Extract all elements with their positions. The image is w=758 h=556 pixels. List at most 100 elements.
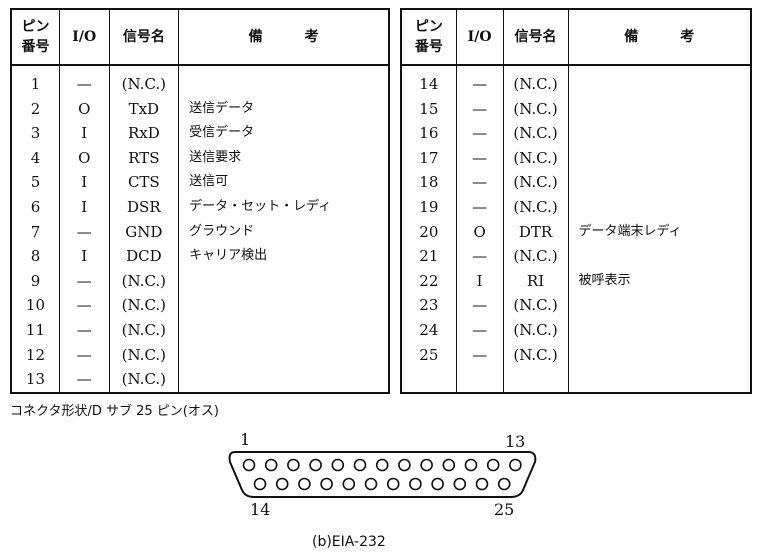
pin-hole	[287, 458, 300, 472]
cell-pin: 21	[419, 247, 439, 266]
pin-hole	[320, 477, 333, 491]
cell-remarks	[567, 317, 751, 343]
cell-io: O	[58, 145, 110, 171]
cell-pin: 16	[419, 124, 439, 143]
cell-io: —	[58, 268, 110, 294]
empty-cell	[401, 367, 456, 393]
cell-io: I	[58, 121, 110, 146]
pin-hole	[497, 477, 511, 491]
cell-io: —	[58, 293, 110, 318]
cell-pin: 19	[419, 197, 439, 216]
table-row: 12 —(N.C.)	[11, 342, 389, 368]
cell-signal: (N.C.)	[502, 293, 569, 318]
cell-signal: TxD	[108, 96, 179, 122]
table-row: 19—(N.C.)	[401, 194, 751, 220]
table-row: 17—(N.C.)	[401, 145, 751, 171]
dsub25-connector-drawing	[228, 451, 537, 498]
pin-hole	[342, 477, 356, 491]
pin-hole	[442, 458, 456, 472]
cell-signal: GND	[108, 219, 179, 245]
cell-signal: (N.C.)	[108, 317, 179, 343]
cell-io: —	[455, 65, 504, 97]
table-row: 21—(N.C.)	[401, 244, 751, 269]
empty-cell	[567, 367, 751, 393]
cell-io: —	[58, 219, 110, 245]
cell-pin: 10	[25, 296, 45, 315]
cell-signal: (N.C.)	[502, 317, 569, 343]
pin-hole	[275, 477, 289, 491]
cell-pin: 23	[419, 296, 439, 315]
cell-signal: (N.C.)	[502, 96, 569, 122]
cell-pin: 25	[419, 345, 439, 364]
cell-io: —	[58, 317, 110, 343]
cell-io: I	[58, 170, 110, 195]
cell-io: O	[58, 96, 110, 122]
cell-signal: DCD	[108, 244, 179, 269]
table-row: 24—(N.C.)	[401, 317, 751, 343]
pin-hole	[253, 477, 267, 491]
cell-signal: (N.C.)	[108, 268, 179, 294]
cell-io: —	[455, 145, 504, 171]
cell-remarks: キャリア検出	[178, 244, 389, 269]
table-row: 15 —(N.C.)	[401, 96, 751, 122]
cell-signal: RTS	[108, 145, 179, 171]
pin-hole	[464, 458, 478, 472]
cell-pin: 9	[30, 271, 41, 290]
pin-hole	[453, 477, 467, 491]
table-row: 1—(N.C.)	[11, 65, 389, 97]
cell-io: I	[455, 268, 504, 294]
pin-hole	[386, 477, 400, 491]
pin-hole	[398, 458, 411, 472]
header-signal: 信号名	[108, 9, 179, 66]
pin-label-14: 14	[250, 500, 271, 519]
table-row: 16—(N.C.)	[401, 121, 751, 146]
cell-signal: (N.C.)	[502, 145, 569, 171]
cell-remarks	[178, 293, 389, 318]
pin-hole	[298, 477, 311, 491]
cell-pin: 4	[30, 148, 41, 167]
header-remarks: 備 考	[567, 9, 751, 66]
pin-hole	[309, 458, 322, 472]
cell-pin: 8	[30, 247, 41, 266]
cell-remarks: 被呼表示	[567, 268, 751, 294]
table-row: 18—(N.C.)	[401, 170, 751, 195]
pin-hole	[364, 477, 378, 491]
cell-remarks	[567, 145, 751, 171]
cell-signal: (N.C.)	[502, 244, 569, 269]
cell-pin: 12	[25, 345, 45, 364]
pin-hole	[431, 477, 444, 491]
cell-io: —	[58, 367, 110, 393]
cell-signal: (N.C.)	[502, 170, 569, 195]
cell-signal: (N.C.)	[108, 367, 179, 393]
cell-pin: 24	[419, 320, 439, 339]
header-io: I/O	[455, 9, 504, 66]
pin-hole	[509, 458, 522, 472]
cell-io: —	[58, 342, 110, 368]
cell-remarks	[178, 65, 389, 97]
header-pin: ピン 番号	[401, 9, 457, 66]
cell-signal: DSR	[108, 194, 179, 220]
cell-io: I	[58, 244, 110, 269]
cell-signal: (N.C.)	[108, 342, 179, 368]
pin-hole	[264, 458, 278, 472]
cell-signal: (N.C.)	[502, 342, 569, 368]
cell-pin: 20	[419, 222, 439, 241]
connector-caption: コネクタ形状/D サブ 25 ピン(オス)	[10, 404, 219, 419]
cell-remarks	[178, 342, 389, 368]
cell-signal: RxD	[108, 121, 179, 146]
empty-cell	[455, 367, 504, 393]
cell-remarks	[567, 170, 751, 195]
cell-pin: 5	[30, 173, 41, 192]
empty-row	[401, 367, 751, 393]
cell-io: —	[455, 96, 504, 122]
cell-remarks	[567, 96, 751, 122]
cell-io: —	[455, 121, 504, 146]
cell-pin: 15	[419, 99, 439, 118]
